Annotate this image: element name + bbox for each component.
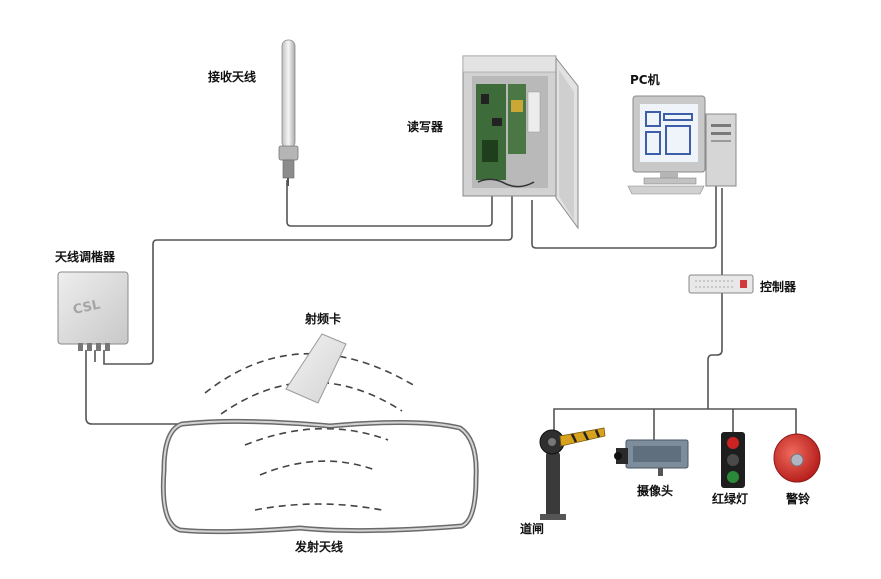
rf-card	[285, 333, 347, 404]
receive-antenna-label: 接收天线	[208, 70, 257, 84]
pc-label: PC机	[630, 73, 660, 87]
camera-label: 摄像头	[637, 484, 674, 498]
transmit-antenna-loop	[160, 418, 479, 535]
cable-controller-to-bus	[707, 293, 723, 409]
cable-output-bus	[553, 408, 797, 436]
controller-label: 控制器	[760, 280, 797, 294]
cable-receive-antenna-to-reader	[286, 180, 493, 227]
antenna-tuner-label: 天线调楷器	[55, 250, 116, 264]
cable-reader-to-pc	[531, 186, 717, 249]
cable-reader-to-tuner	[103, 195, 513, 365]
traffic-light	[721, 432, 745, 488]
barrier-gate-label: 道闸	[520, 522, 545, 536]
pc-computer	[627, 95, 737, 195]
svg-text:CSL: CSL	[72, 298, 102, 318]
cable-tuner-to-transmit-antenna	[85, 350, 182, 425]
reader-label: 读写器	[407, 120, 444, 134]
barrier-gate	[539, 427, 606, 520]
alarm-bell	[773, 433, 821, 483]
reader-cabinet	[462, 55, 579, 230]
rf-card-label: 射频卡	[305, 312, 342, 326]
cables	[85, 180, 797, 440]
antenna-tuner-box: CSL	[57, 271, 129, 351]
controller-device	[688, 274, 754, 294]
traffic-light-label: 红绿灯	[712, 492, 749, 506]
camera-device	[614, 439, 689, 476]
alarm-bell-label: 警铃	[786, 492, 811, 506]
receive-antenna	[278, 39, 299, 186]
transmit-antenna-label: 发射天线	[295, 540, 344, 554]
